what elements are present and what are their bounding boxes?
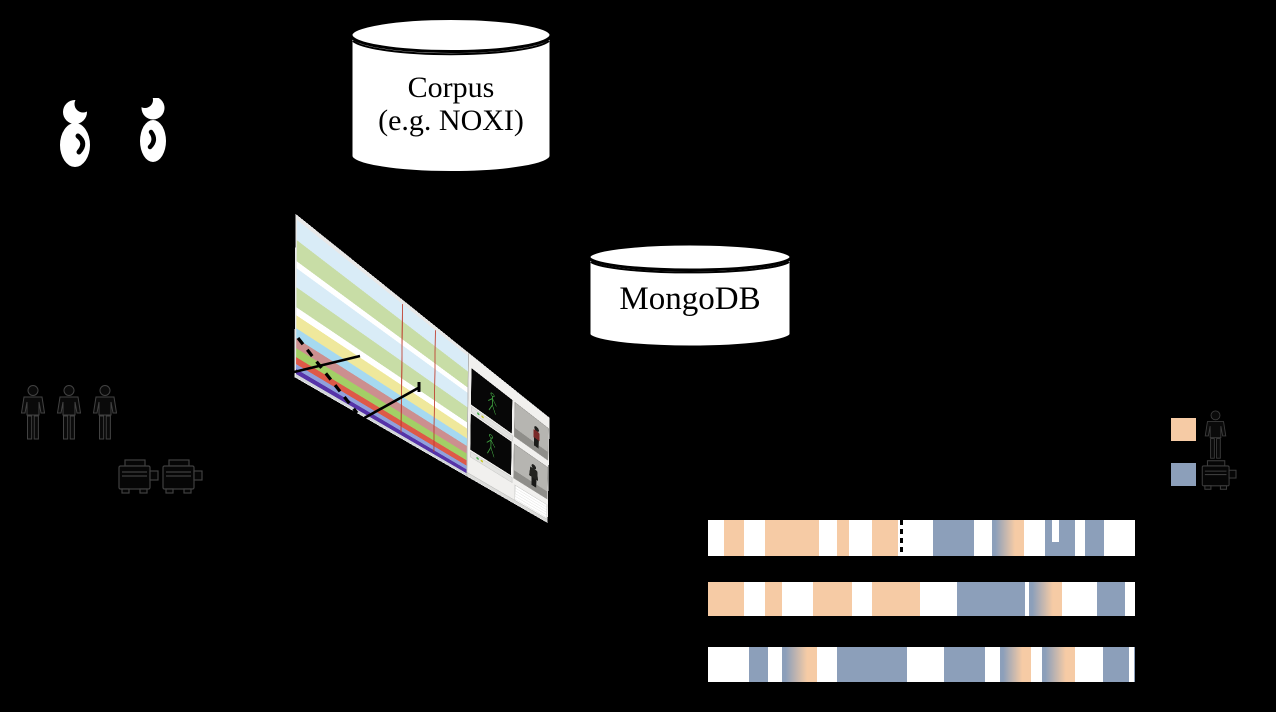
annotation-segment-machine bbox=[1085, 520, 1104, 556]
annotation-segment-blend bbox=[1041, 647, 1076, 682]
person-left-icon bbox=[60, 98, 92, 167]
annotation-segment-machine bbox=[1096, 582, 1125, 616]
segment-notch bbox=[1052, 520, 1059, 543]
dashed-split-marker bbox=[899, 520, 903, 556]
annotation-segment-machine bbox=[1133, 647, 1135, 682]
annotation-segment-human bbox=[837, 520, 850, 556]
machine-icon bbox=[118, 459, 159, 494]
annotation-segment-blend bbox=[782, 647, 818, 682]
person-right-icon bbox=[137, 98, 166, 162]
annotation-segment-machine bbox=[933, 520, 974, 556]
annotation-segment-machine bbox=[944, 647, 985, 682]
annotation-segment-machine bbox=[837, 647, 908, 682]
machine-icon bbox=[1198, 459, 1242, 491]
corpus-database-cylinder: Corpus (e.g. NOXI) bbox=[348, 16, 554, 174]
annotation-segment-human bbox=[708, 582, 744, 616]
solid-arrow-line-2 bbox=[340, 385, 421, 433]
annotation-track-2 bbox=[708, 582, 1135, 616]
corpus-label-line2: (e.g. NOXI) bbox=[378, 104, 524, 137]
annotation-segment-machine bbox=[1044, 520, 1075, 556]
mongodb-label: MongoDB bbox=[619, 281, 760, 317]
person-icon bbox=[1203, 410, 1228, 460]
annotation-segment-human bbox=[765, 582, 783, 616]
mongodb-database-cylinder: MongoDB bbox=[586, 243, 794, 349]
solid-arrow-line-1 bbox=[289, 354, 361, 375]
two-people-conversation-icon bbox=[56, 98, 172, 168]
annotation-segment-machine bbox=[957, 582, 1026, 616]
annotator-person-icon bbox=[20, 385, 46, 440]
two-machines-icon bbox=[117, 458, 207, 500]
annotation-segment-machine bbox=[749, 647, 768, 682]
annotation-segment-blend bbox=[999, 647, 1031, 682]
annotation-segment-human bbox=[813, 582, 853, 616]
legend-swatch-machine bbox=[1171, 463, 1196, 486]
annotator-person-icon bbox=[56, 385, 82, 440]
three-annotators-icon bbox=[18, 383, 126, 447]
annotation-segment-human bbox=[764, 520, 819, 556]
corpus-label-line1: Corpus bbox=[408, 71, 495, 104]
annotation-segment-human bbox=[872, 520, 898, 556]
annotation-segment-blend bbox=[992, 520, 1024, 556]
annotation-track-1 bbox=[708, 520, 1135, 556]
legend-swatch-human bbox=[1171, 418, 1196, 441]
annotation-segment-human bbox=[724, 520, 744, 556]
machine-icon bbox=[162, 459, 203, 494]
annotation-track-3 bbox=[708, 647, 1135, 682]
dashed-arrow-line bbox=[296, 337, 359, 414]
annotation-segment-human bbox=[871, 582, 920, 616]
annotator-person-icon bbox=[92, 385, 118, 440]
annotation-segment-blend bbox=[1029, 582, 1062, 616]
annotation-segment-machine bbox=[1102, 647, 1129, 682]
